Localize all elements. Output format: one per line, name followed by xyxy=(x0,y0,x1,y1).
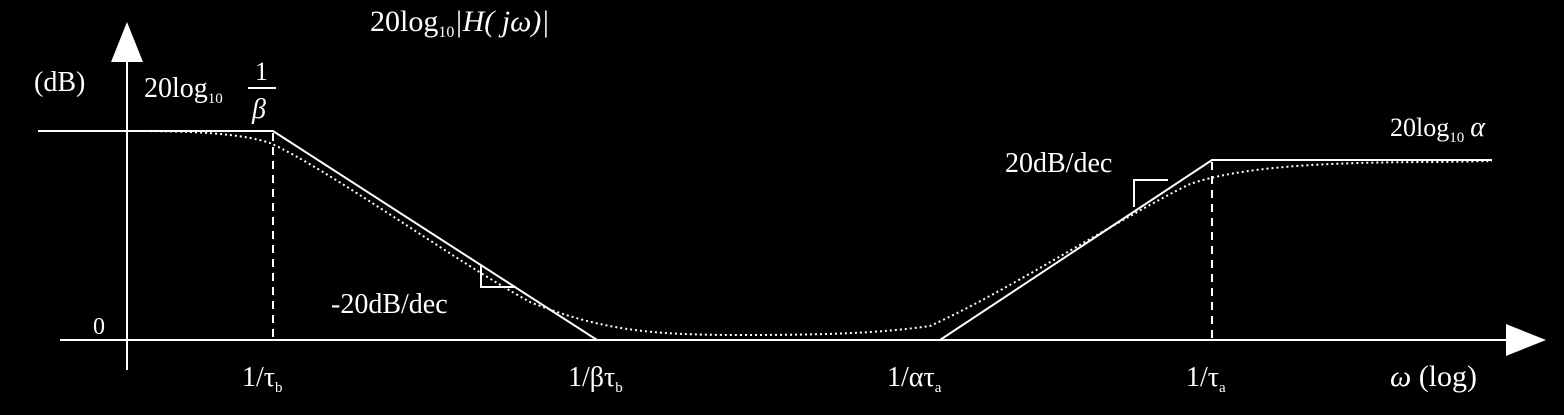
falling-slope-marker xyxy=(480,265,516,288)
x-tick-label: 1/βτb xyxy=(568,362,623,396)
x-axis-label: ω (log) xyxy=(1390,360,1477,393)
y-zero-label: 0 xyxy=(93,314,105,340)
left-level-denominator: β xyxy=(251,94,266,125)
actual-response-curve xyxy=(129,130,1493,337)
left-level-label: 20log10 1 β xyxy=(144,57,276,125)
rising-slope-label: 20dB/dec xyxy=(1005,148,1112,179)
asymptote-curve xyxy=(38,130,1492,341)
rising-slope-marker xyxy=(1133,179,1168,207)
svg-text:20log10: 20log10 xyxy=(144,73,223,107)
left-level-numerator: 1 xyxy=(255,57,268,86)
chart-title: 20log10|H( jω)| xyxy=(370,5,550,41)
x-tick-label: 1/τb xyxy=(242,362,283,396)
falling-slope-label: -20dB/dec xyxy=(331,289,448,320)
x-tick-label: 1/τa xyxy=(1186,362,1226,396)
y-axis-unit-label: (dB) xyxy=(34,67,85,98)
x-tick-label: 1/ατa xyxy=(887,362,942,396)
